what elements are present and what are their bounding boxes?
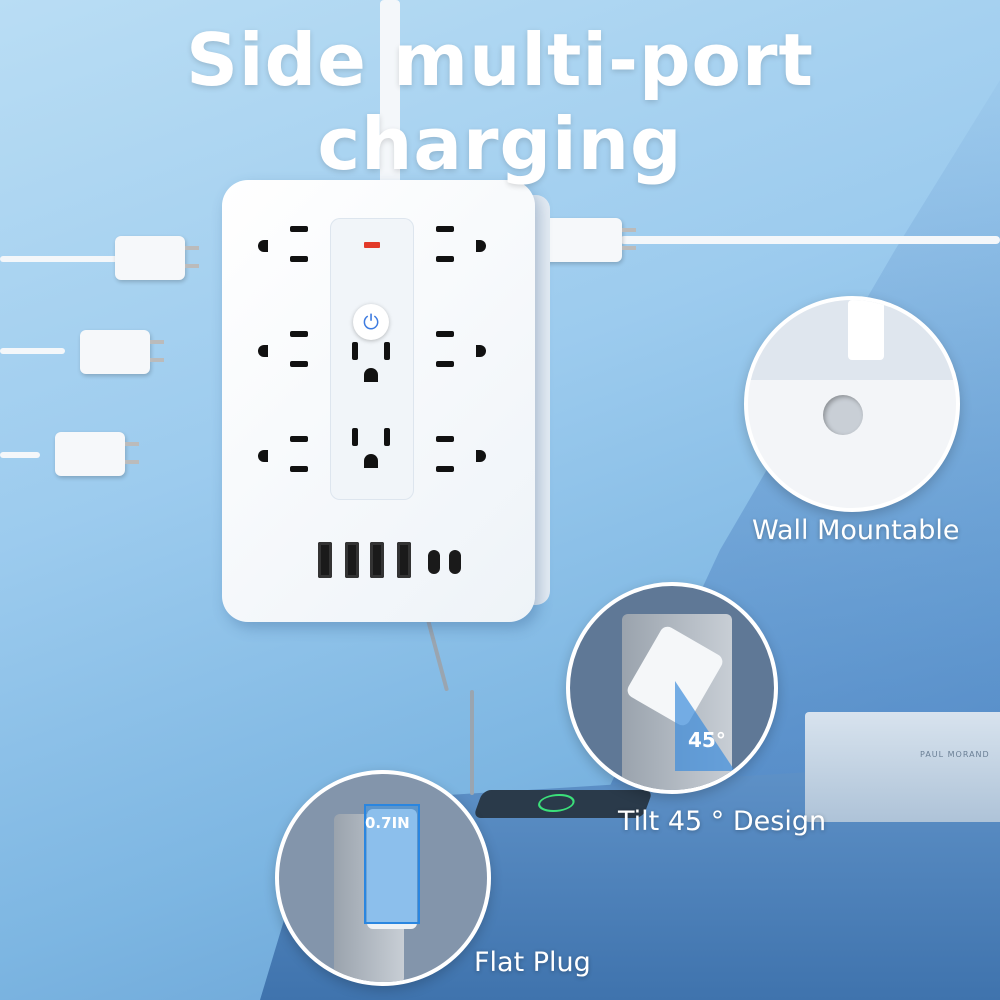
usb-c-port-2: [449, 550, 461, 574]
side-plug-right: [540, 218, 636, 262]
keyhole-icon: [823, 395, 863, 435]
power-button[interactable]: ⏻: [353, 304, 389, 340]
side-plug-left-2: [80, 330, 164, 374]
outlet-left-3: [254, 430, 310, 480]
usb-c-port-1: [428, 550, 440, 574]
right-cord: [620, 236, 1000, 244]
left-cord-2: [0, 348, 65, 354]
outlet-right-1: [434, 220, 490, 270]
usb-a-port-4: [397, 542, 411, 578]
top-power-cord: [380, 0, 400, 185]
side-plug-left-3: [55, 432, 139, 476]
outlet-left-2: [254, 325, 310, 375]
flat-plug-label: Flat Plug: [474, 947, 591, 978]
flat-plug-detail: 0.7IN: [275, 770, 491, 986]
thickness-marker: [364, 804, 420, 924]
wall-mount-label: Wall Mountable: [752, 515, 960, 546]
left-cord-1: [0, 256, 120, 262]
outlet-left-1: [254, 220, 310, 270]
outlet-center-2: [346, 424, 402, 474]
tilt-detail: 45°: [566, 582, 778, 794]
tilt-angle: 45°: [688, 728, 726, 752]
tilt-label: Tilt 45 ° Design: [618, 806, 827, 837]
side-plug-left-1: [115, 236, 199, 280]
outlet-center-1: [346, 338, 402, 388]
wall-mount-detail: [744, 296, 960, 512]
headline: Side multi-port charging: [186, 18, 814, 186]
center-panel: ⏻: [330, 218, 414, 500]
left-cord-3: [0, 452, 40, 458]
thickness-value: 0.7IN: [365, 814, 410, 832]
book-author: PAUL MORAND: [920, 750, 990, 759]
usb-cable-lower: [470, 690, 474, 795]
power-strip: ⏻: [222, 180, 535, 622]
book-stack: PAUL MORAND: [805, 712, 1000, 822]
usb-a-port-2: [345, 542, 359, 578]
usb-a-port-1: [318, 542, 332, 578]
outlet-right-3: [434, 430, 490, 480]
usb-a-port-3: [370, 542, 384, 578]
indicator-led: [364, 242, 380, 248]
outlet-right-2: [434, 325, 490, 375]
power-icon: ⏻: [363, 310, 379, 334]
